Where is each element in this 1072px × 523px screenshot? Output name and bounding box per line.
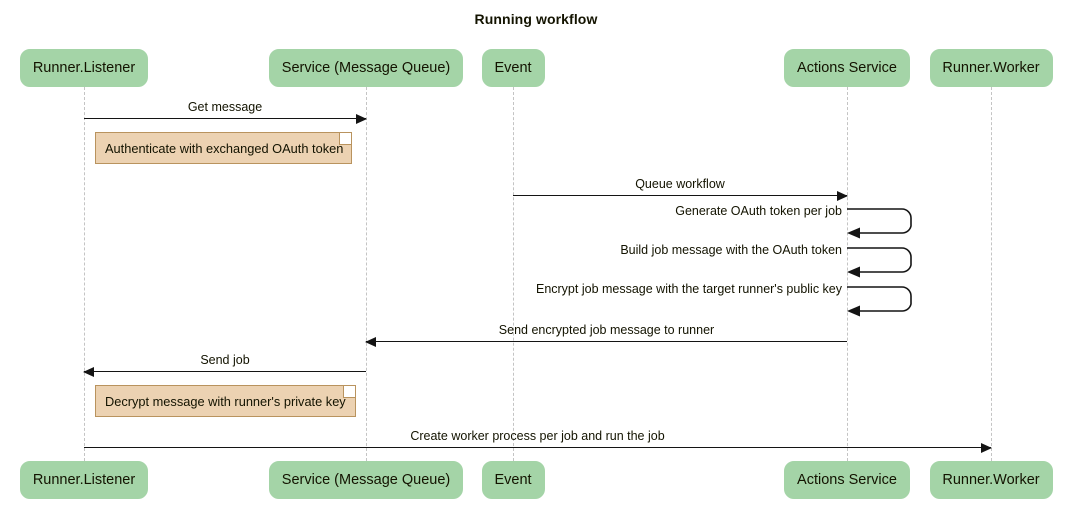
arrowhead-right-icon (356, 113, 367, 124)
message-label-send-encrypted-job-message-to-runner: Send encrypted job message to runner (498, 323, 715, 337)
actor-label: Actions Service (797, 60, 897, 76)
arrowhead-right-icon (981, 442, 992, 453)
lifeline-service-message-queue (366, 87, 367, 461)
lifeline-runner-worker (991, 87, 992, 461)
note-label: Authenticate with exchanged OAuth token (105, 140, 344, 156)
arrowhead-left-icon (83, 366, 94, 377)
note-label: Decrypt message with runner's private ke… (105, 393, 346, 409)
actor-top-service-message-queue[interactable]: Service (Message Queue) (269, 49, 463, 87)
message-get-message (84, 113, 367, 124)
message-create-worker-process-per-job-and-run-the-job (84, 442, 992, 453)
lifeline-runner-listener (84, 87, 85, 461)
lifeline-actions-service (847, 87, 848, 461)
actor-top-actions-service[interactable]: Actions Service (784, 49, 910, 87)
actor-label: Event (494, 472, 532, 488)
arrowhead-right-icon (837, 190, 848, 201)
actor-label: Service (Message Queue) (281, 472, 451, 488)
actor-label: Runner.Worker (942, 60, 1040, 76)
note-note-decrypt: Decrypt message with runner's private ke… (95, 385, 356, 417)
message-label-encrypt-job-message-with-the-target-runners-public-key: Encrypt job message with the target runn… (535, 282, 842, 296)
actor-top-event[interactable]: Event (481, 49, 545, 87)
message-queue-workflow (513, 190, 848, 201)
actor-label: Runner.Worker (942, 472, 1040, 488)
message-send-encrypted-job-message-to-runner (365, 336, 847, 347)
message-label-build-job-message-with-the-oauth-token: Build job message with the OAuth token (620, 243, 842, 257)
actor-bottom-runner-listener[interactable]: Runner.Listener (20, 461, 148, 499)
self-message-build-job-message-with-the-oauth-token (845, 246, 927, 284)
self-message-generate-oauth-token-per-job (845, 207, 927, 245)
actor-label: Actions Service (797, 472, 897, 488)
lifeline-event (513, 87, 514, 461)
actor-bottom-event[interactable]: Event (481, 461, 545, 499)
note-fold-corner-icon (343, 386, 355, 398)
diagram-title: Running workflow (474, 11, 598, 27)
actor-label: Runner.Listener (32, 472, 136, 488)
message-label-queue-workflow: Queue workflow (635, 177, 725, 191)
note-note-authenticate: Authenticate with exchanged OAuth token (95, 132, 352, 164)
message-send-job (83, 366, 366, 377)
actor-label: Runner.Listener (32, 60, 136, 76)
actor-bottom-service-message-queue[interactable]: Service (Message Queue) (269, 461, 463, 499)
message-label-get-message: Get message (187, 100, 263, 114)
actor-top-runner-listener[interactable]: Runner.Listener (20, 49, 148, 87)
note-fold-corner-icon (339, 133, 351, 145)
self-message-encrypt-job-message-with-the-target-runners-public-key (845, 285, 927, 323)
arrowhead-left-icon (365, 336, 376, 347)
actor-top-runner-worker[interactable]: Runner.Worker (929, 49, 1053, 87)
message-label-generate-oauth-token-per-job: Generate OAuth token per job (675, 204, 842, 218)
message-label-send-job: Send job (200, 353, 250, 367)
actor-bottom-runner-worker[interactable]: Runner.Worker (929, 461, 1053, 499)
actor-label: Service (Message Queue) (281, 60, 451, 76)
actor-bottom-actions-service[interactable]: Actions Service (784, 461, 910, 499)
actor-label: Event (494, 60, 532, 76)
message-label-create-worker-process-per-job-and-run-the-job: Create worker process per job and run th… (410, 429, 665, 443)
